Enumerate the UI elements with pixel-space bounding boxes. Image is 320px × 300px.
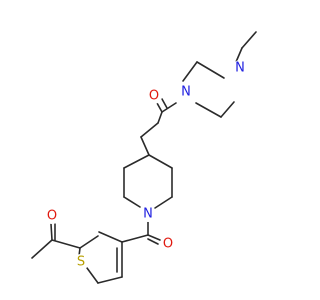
bond — [161, 102, 177, 113]
atom-symbol: O — [149, 89, 159, 104]
bonds — [31, 31, 257, 284]
atom-nitrogen: N — [232, 60, 248, 76]
bond — [235, 47, 243, 63]
bond — [195, 102, 222, 118]
bond — [31, 239, 53, 259]
bond — [50, 223, 53, 241]
atom-sulfur: S — [73, 254, 89, 270]
bond — [241, 31, 257, 49]
bond — [51, 239, 81, 249]
bond — [147, 238, 159, 245]
atom-symbol: N — [181, 85, 191, 100]
bond — [140, 136, 150, 156]
bond — [86, 267, 99, 284]
bond — [220, 101, 235, 118]
bond — [140, 122, 159, 138]
bond — [156, 102, 163, 113]
atom-symbol: O — [163, 237, 173, 252]
atom-oxygen: O — [44, 208, 60, 224]
atom-symbol: N — [235, 61, 245, 76]
bond — [123, 154, 150, 169]
bond — [182, 61, 198, 82]
atom-nitrogen: N — [178, 84, 194, 100]
bond — [161, 98, 168, 109]
atom-labels: O N N N O O S — [44, 60, 248, 270]
bond — [157, 111, 163, 124]
bond — [154, 196, 173, 209]
bond — [98, 231, 123, 243]
molecule-structure: O N N N O O S — [0, 0, 300, 300]
bond — [196, 61, 225, 79]
bond — [148, 154, 173, 169]
canvas-background — [0, 0, 300, 300]
atom-oxygen: O — [146, 88, 162, 104]
atom-nitrogen: N — [140, 206, 156, 222]
atom-symbol: N — [143, 207, 153, 222]
atom-oxygen: O — [160, 236, 176, 252]
bond — [79, 235, 99, 249]
bond — [123, 196, 141, 208]
bond — [121, 234, 149, 243]
atom-symbol: S — [77, 255, 85, 270]
bond — [147, 234, 161, 241]
bond — [97, 276, 123, 284]
atom-symbol: O — [47, 209, 57, 224]
